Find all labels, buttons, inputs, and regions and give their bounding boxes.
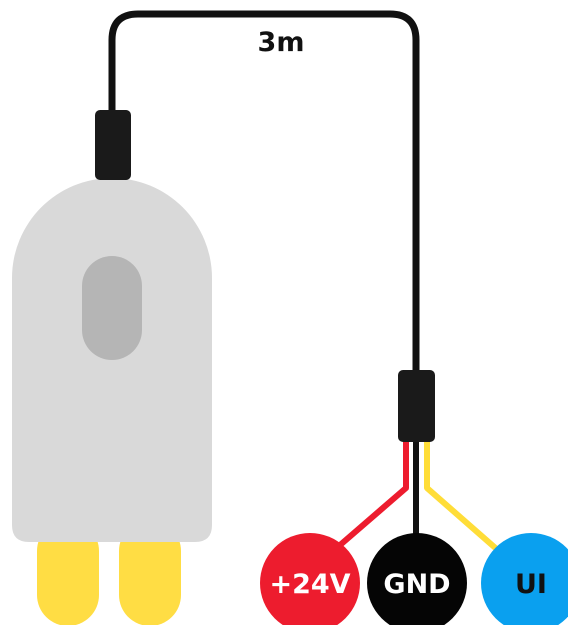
wire-red	[330, 440, 409, 555]
sensor-cable-connector	[95, 110, 131, 180]
sensor-body	[12, 178, 212, 542]
cable	[108, 10, 420, 376]
terminal-power-label: +24V	[269, 569, 350, 600]
terminal-power-circle	[260, 533, 360, 625]
terminal-signal-label: UI	[515, 569, 547, 600]
terminal-ground-label: GND	[383, 569, 450, 600]
cable-splitter	[398, 370, 435, 442]
sensor-prong-left	[37, 520, 99, 625]
sensor-window	[82, 256, 142, 360]
sensor-prong-right	[119, 520, 181, 625]
terminal-signal-circle	[481, 533, 568, 625]
wire-yellow	[424, 440, 502, 555]
cable-length-label: 3m	[258, 27, 305, 58]
terminal-ground-circle	[367, 533, 467, 625]
